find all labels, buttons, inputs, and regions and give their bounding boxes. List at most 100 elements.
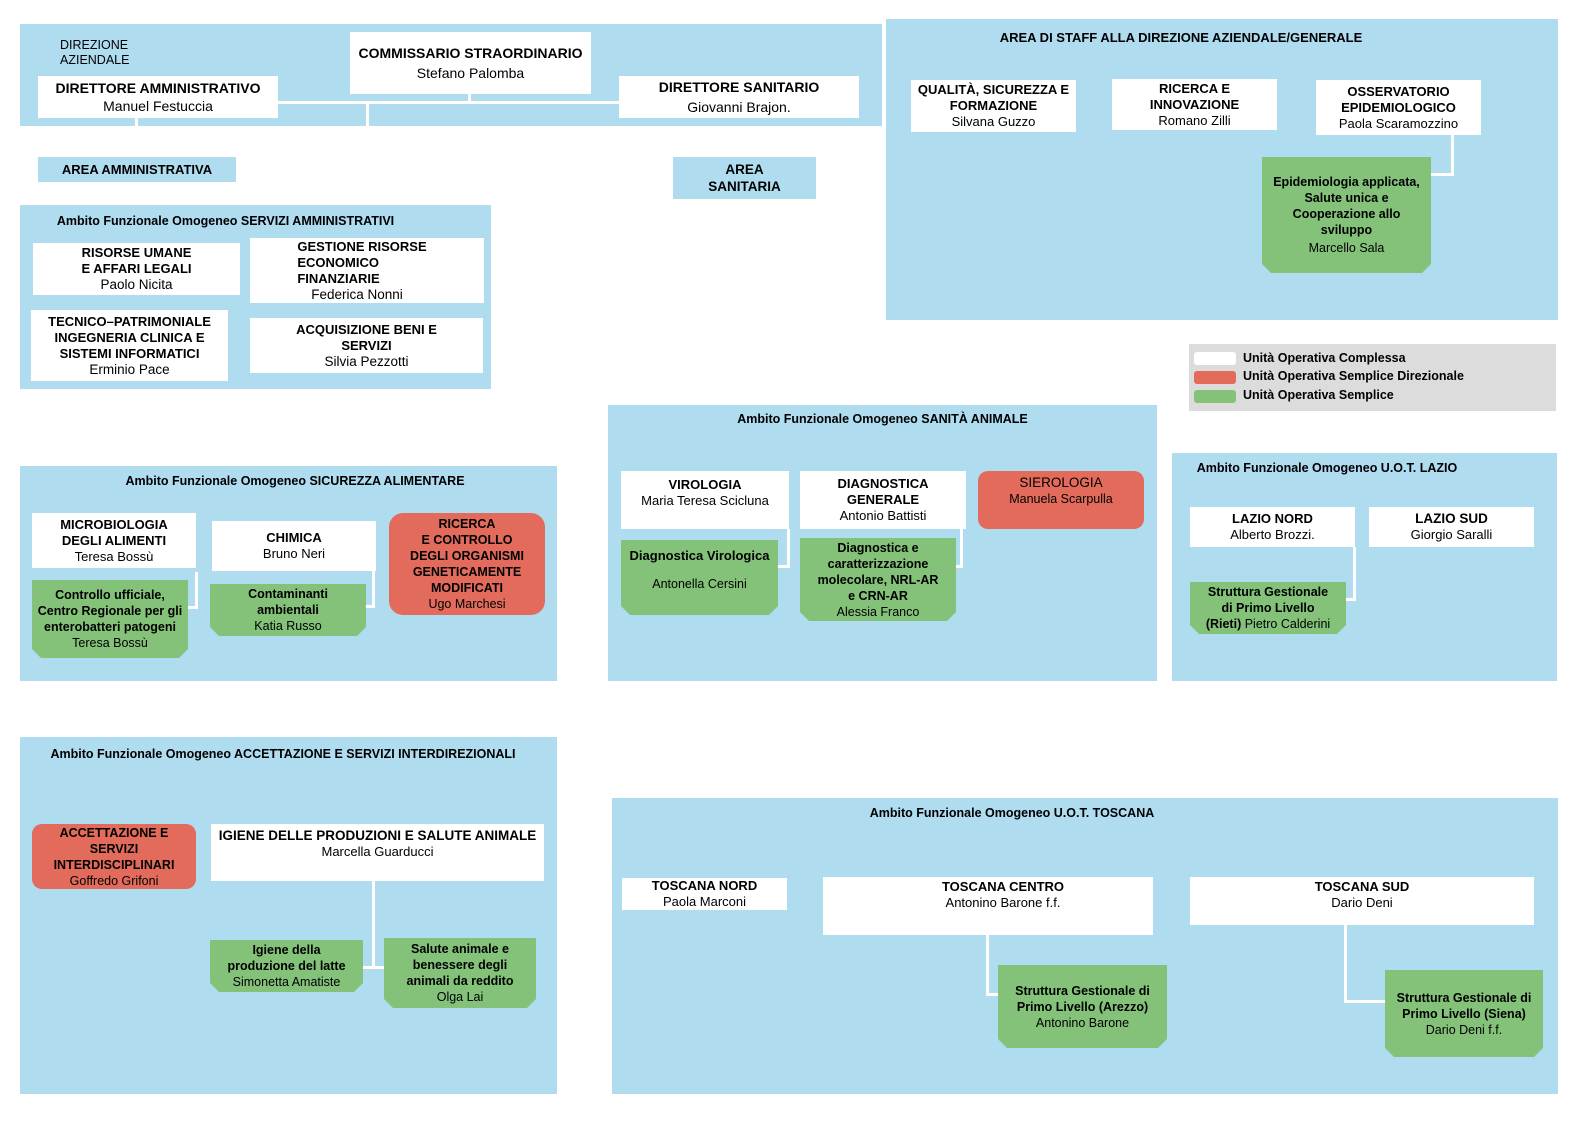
toscana-nord-box: TOSCANA NORD Paola Marconi	[622, 878, 787, 910]
toscana-nord-title: TOSCANA NORD	[651, 878, 758, 893]
connector	[787, 529, 790, 567]
chimica-name: Bruno Neri	[262, 546, 326, 561]
legend-swatch-complessa	[1194, 352, 1236, 365]
area-amministrativa: AREA AMMINISTRATIVA	[38, 157, 236, 182]
sierologia-title: SIEROLOGIA	[1019, 475, 1103, 490]
gestione-name: Federica Nonni	[311, 286, 403, 302]
legend-semplice: Unità Operativa Semplice	[1243, 388, 1394, 402]
toscana-title: Ambito Funzionale Omogeneo U.O.T. TOSCAN…	[869, 806, 1155, 820]
sanita-title: Ambito Funzionale Omogeneo SANITÀ ANIMAL…	[737, 412, 1028, 426]
accettazione-box: ACCETTAZIONE E SERVIZI INTERDISCIPLINARI…	[32, 824, 196, 889]
connector	[582, 378, 1176, 381]
acc-title: ACCETTAZIONE E SERVIZI INTERDISCIPLINARI	[53, 825, 175, 872]
legend	[1189, 344, 1556, 411]
connector	[366, 101, 369, 126]
sierologia-box: SIEROLOGIA Manuela Scarpulla	[978, 471, 1144, 529]
lazio-sud-name: Giorgio Saralli	[1410, 527, 1493, 542]
area-sanitaria-label: AREA SANITARIA	[708, 162, 781, 194]
sicurezza-title: Ambito Funzionale Omogeneo SICUREZZA ALI…	[125, 474, 465, 488]
gestione-risorse-box: GESTIONE RISORSE ECONOMICO FINANZIARIE F…	[250, 238, 484, 303]
risorse-umane-box: RISORSE UMANE E AFFARI LEGALI Paolo Nici…	[33, 243, 240, 295]
diag-virologica-box: Diagnostica Virologica Antonella Cersini	[621, 540, 778, 615]
igiene-produzioni-box: IGIENE DELLE PRODUZIONI E SALUTE ANIMALE…	[211, 824, 544, 881]
legend-semplice-dir: Unità Operativa Semplice Direzionale	[1243, 369, 1464, 383]
lazio-nord-name: Alberto Brozzi.	[1230, 527, 1315, 542]
dir-san-title: DIRETTORE SANITARIO	[658, 79, 820, 95]
contaminanti-title: Contaminanti ambientali	[248, 587, 328, 617]
salute-name: Olga Lai	[436, 990, 484, 1004]
legend-complessa: Unità Operativa Complessa	[1243, 351, 1406, 365]
osservatorio-title: OSSERVATORIO EPIDEMIOLOGICO	[1341, 83, 1456, 115]
legend-swatch-semplice-dir	[1194, 371, 1236, 384]
dir-amm-name: Manuel Festuccia	[103, 98, 213, 114]
contaminanti-box: Contaminanti ambientali Katia Russo	[210, 584, 366, 636]
ricerca-name: Romano Zilli	[1158, 112, 1231, 128]
siena-title: Struttura Gestionale di Primo Livello (S…	[1396, 990, 1532, 1021]
lazio-panel	[1172, 453, 1557, 681]
dir-san-box: DIRETTORE SANITARIO Giovanni Brajon.	[619, 76, 859, 118]
connector	[1451, 135, 1454, 175]
connector	[372, 571, 375, 607]
ricerca-ogm-title: RICERCA E CONTROLLO DEGLI ORGANISMI GENE…	[410, 517, 524, 595]
risorse-title: RISORSE UMANE E AFFARI LEGALI	[81, 245, 192, 276]
ricerca-box: RICERCA E INNOVAZIONE Romano Zilli	[1112, 79, 1277, 130]
toscana-centro-name: Antonino Barone f.f.	[945, 895, 1061, 910]
rieti-title: Struttura Gestionale di Primo Livello	[1207, 585, 1329, 615]
sierologia-name: Manuela Scarpulla	[1009, 492, 1113, 506]
diag-vir-title: Diagnostica Virologica	[629, 548, 770, 563]
lazio-title: Ambito Funzionale Omogeneo U.O.T. LAZIO	[1196, 461, 1458, 475]
micro-name: Teresa Bossù	[74, 548, 154, 564]
arezzo-box: Struttura Gestionale di Primo Livello (A…	[998, 965, 1167, 1048]
epidemiologia-box: Epidemiologia applicata, Salute unica e …	[1262, 157, 1431, 273]
toscana-sud-title: TOSCANA SUD	[1314, 879, 1410, 894]
diagnostica-name: Antonio Battisti	[839, 508, 927, 523]
ricerca-ogm-name: Ugo Marchesi	[428, 597, 506, 611]
chimica-title: CHIMICA	[266, 530, 322, 545]
diag-mol-title: Diagnostica e caratterizzazione molecola…	[817, 540, 939, 603]
connector	[739, 199, 742, 379]
legend-swatch-semplice	[1194, 390, 1236, 403]
servizi-amm-title: Ambito Funzionale Omogeneo SERVIZI AMMIN…	[56, 214, 395, 228]
dir-amm-box: DIRETTORE AMMINISTRATIVO Manuel Festucci…	[38, 76, 278, 118]
toscana-sud-box: TOSCANA SUD Dario Deni	[1190, 877, 1534, 925]
qualita-box: QUALITÀ, SICUREZZA E FORMAZIONE Silvana …	[911, 80, 1076, 132]
igiene-name: Marcella Guarducci	[321, 844, 434, 859]
gestione-title: GESTIONE RISORSE ECONOMICO FINANZIARIE	[297, 238, 427, 286]
connector	[372, 881, 375, 968]
area-sanitaria: AREA SANITARIA	[673, 157, 816, 199]
epidemiologia-title: Epidemiologia applicata, Salute unica e …	[1273, 175, 1420, 237]
connector	[556, 909, 584, 912]
commissario-box: COMMISSARIO STRAORDINARIO Stefano Palomb…	[350, 32, 591, 94]
connector	[186, 606, 198, 609]
lazio-nord-box: LAZIO NORD Alberto Brozzi.	[1190, 507, 1355, 547]
lazio-sud-box: LAZIO SUD Giorgio Saralli	[1369, 507, 1534, 547]
tecnico-title: TECNICO–PATRIMONIALE INGEGNERIA CLINICA …	[48, 313, 211, 361]
ricerca-title: RICERCA E INNOVAZIONE	[1149, 80, 1240, 112]
diagnostica-generale-box: DIAGNOSTICA GENERALE Antonio Battisti	[800, 471, 966, 529]
tecnico-box: TECNICO–PATRIMONIALE INGEGNERIA CLINICA …	[31, 310, 228, 381]
commissario-title: COMMISSARIO STRAORDINARIO	[358, 45, 583, 61]
rieti-city: (Rieti)	[1205, 617, 1242, 631]
connector	[778, 565, 790, 568]
toscana-centro-box: TOSCANA CENTRO Antonino Barone f.f.	[823, 877, 1153, 935]
contaminanti-name: Katia Russo	[254, 619, 322, 633]
dir-amm-title: DIRETTORE AMMINISTRATIVO	[55, 80, 261, 96]
tecnico-name: Erminio Pace	[89, 361, 170, 377]
rieti-name: Pietro Calderini	[1244, 617, 1331, 631]
diag-vir-name: Antonella Cersini	[652, 577, 747, 591]
connector	[1344, 925, 1347, 1002]
toscana-sud-name: Dario Deni	[1331, 895, 1393, 910]
igiene-latte-box: Igiene della produzione del latte Simone…	[210, 940, 363, 992]
igiene-title: IGIENE DELLE PRODUZIONI E SALUTE ANIMALE	[218, 828, 537, 843]
accettazione-panel	[20, 737, 557, 1094]
connector	[582, 950, 610, 953]
area-amministrativa-label: AREA AMMINISTRATIVA	[61, 162, 213, 177]
connector	[1353, 547, 1356, 600]
osservatorio-box: OSSERVATORIO EPIDEMIOLOGICO Paola Scaram…	[1316, 80, 1481, 135]
connector	[582, 378, 585, 952]
virologia-title: VIROLOGIA	[668, 477, 742, 492]
rieti-box: Struttura Gestionale di Primo Livello (R…	[1190, 582, 1346, 634]
epidemiologia-name: Marcello Sala	[1308, 241, 1385, 255]
connector	[986, 935, 989, 995]
connector	[1174, 378, 1177, 453]
